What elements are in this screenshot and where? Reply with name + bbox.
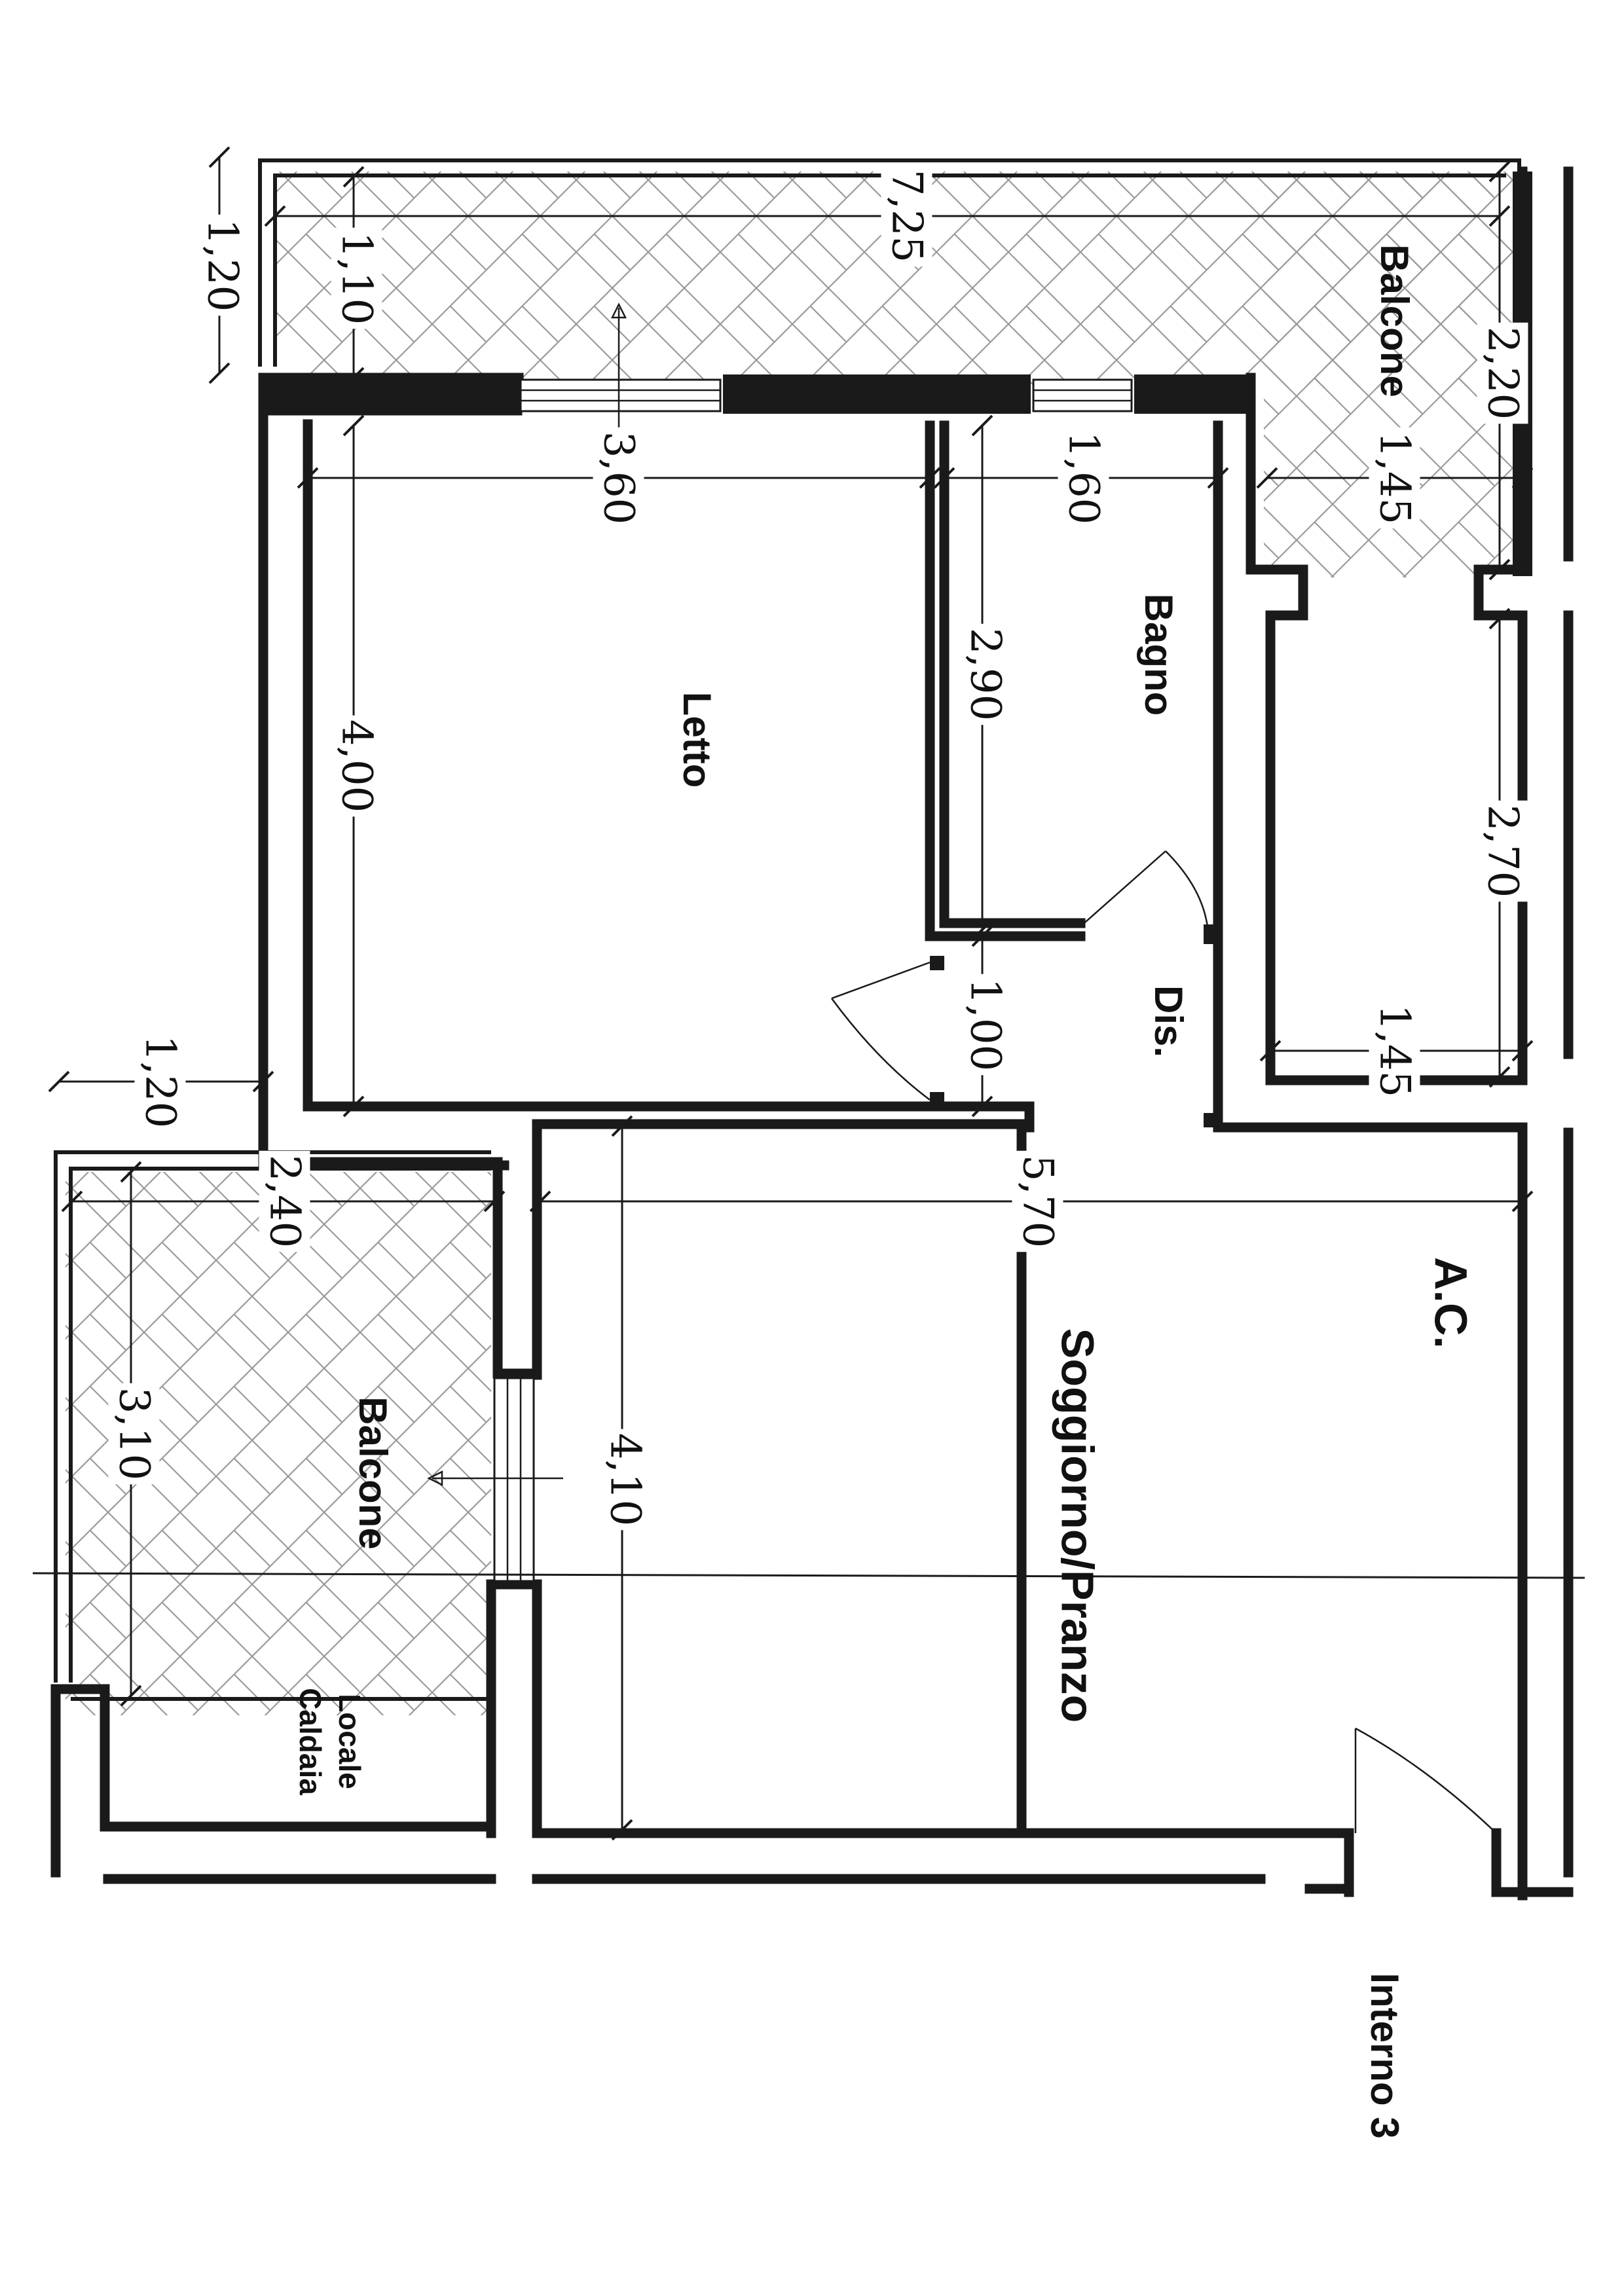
dim-725: 7,25	[883, 170, 931, 263]
door-jamb-dis	[1204, 1113, 1218, 1127]
dim-410: 4,10	[601, 1433, 650, 1527]
label-ac: A.C.	[1426, 1257, 1477, 1349]
dimension-label-background	[259, 1150, 310, 1252]
dim-110: 1,10	[333, 232, 381, 325]
dimension-label-background	[331, 227, 382, 329]
label-interno: Interno 3	[1363, 1973, 1407, 2138]
dimension-labels: 7,25 2,20 1,45 1,60 3,60 1,20 1,10 4,00 …	[108, 165, 1528, 1531]
dim-240: 2,40	[261, 1155, 309, 1248]
dimension-label-background	[108, 1383, 160, 1485]
dim-290: 2,90	[961, 628, 1010, 721]
label-balcone-left: Balcone	[351, 1396, 395, 1549]
dimension-label-background	[134, 1030, 186, 1133]
dimension-label-background	[599, 1429, 651, 1531]
dimension-label-background	[1369, 427, 1420, 529]
dim-270: 2,70	[1479, 805, 1527, 898]
dim-145-top: 1,45	[1371, 431, 1419, 525]
dim-400: 4,00	[333, 720, 381, 813]
top-wall-piece-3	[1134, 374, 1255, 414]
dimension-label-background	[1369, 1000, 1420, 1102]
dim-220: 2,20	[1479, 327, 1527, 420]
arrows	[427, 302, 627, 1487]
windows	[493, 378, 1133, 1582]
dimension-label-background	[1477, 800, 1528, 902]
dimension-label-background	[1012, 1150, 1063, 1252]
label-caldaia: Caldaia	[293, 1688, 327, 1795]
dimension-label-background	[1477, 322, 1528, 424]
dim-360: 3,60	[595, 431, 643, 525]
door-jamb-letto-2	[930, 1092, 944, 1106]
label-balcone-top: Balcone	[1373, 244, 1416, 397]
top-wall-piece-1	[263, 374, 519, 414]
dimension-label-background	[959, 623, 1011, 725]
window-left-living	[493, 1377, 535, 1582]
dimension-label-background	[593, 427, 644, 529]
dim-120-mid: 1,20	[136, 1035, 185, 1129]
dimension-label-background	[331, 715, 382, 817]
dimension-label-background	[881, 165, 932, 267]
dim-310: 3,10	[110, 1387, 158, 1481]
room-labels: Balcone Bagno Letto Dis. A.C. Soggiorno/…	[293, 244, 1477, 2138]
door-jamb-letto	[930, 956, 944, 970]
dim-160: 1,60	[1060, 431, 1108, 525]
dimension-label-background	[959, 974, 1011, 1076]
dim-120-top: 1,20	[198, 219, 247, 312]
door-jamb-bagno	[1204, 924, 1218, 944]
top-wall-piece-2	[723, 374, 1031, 414]
label-letto: Letto	[675, 692, 719, 788]
window-top-left	[519, 378, 722, 412]
label-bagno: Bagno	[1137, 594, 1181, 716]
walls	[50, 166, 1574, 1901]
label-soggiorno: Soggiorno/Pranzo	[1052, 1328, 1103, 1723]
window-top-right	[1032, 378, 1133, 412]
dimension-label-background	[196, 214, 248, 316]
dim-100: 1,00	[961, 978, 1010, 1072]
dimension-label-background	[1058, 427, 1109, 529]
label-locale: Locale	[333, 1694, 367, 1789]
dim-145-mid: 1,45	[1371, 1004, 1419, 1098]
label-dis: Dis.	[1147, 985, 1190, 1057]
dim-570: 5,70	[1014, 1155, 1062, 1248]
doors	[830, 850, 1501, 1872]
